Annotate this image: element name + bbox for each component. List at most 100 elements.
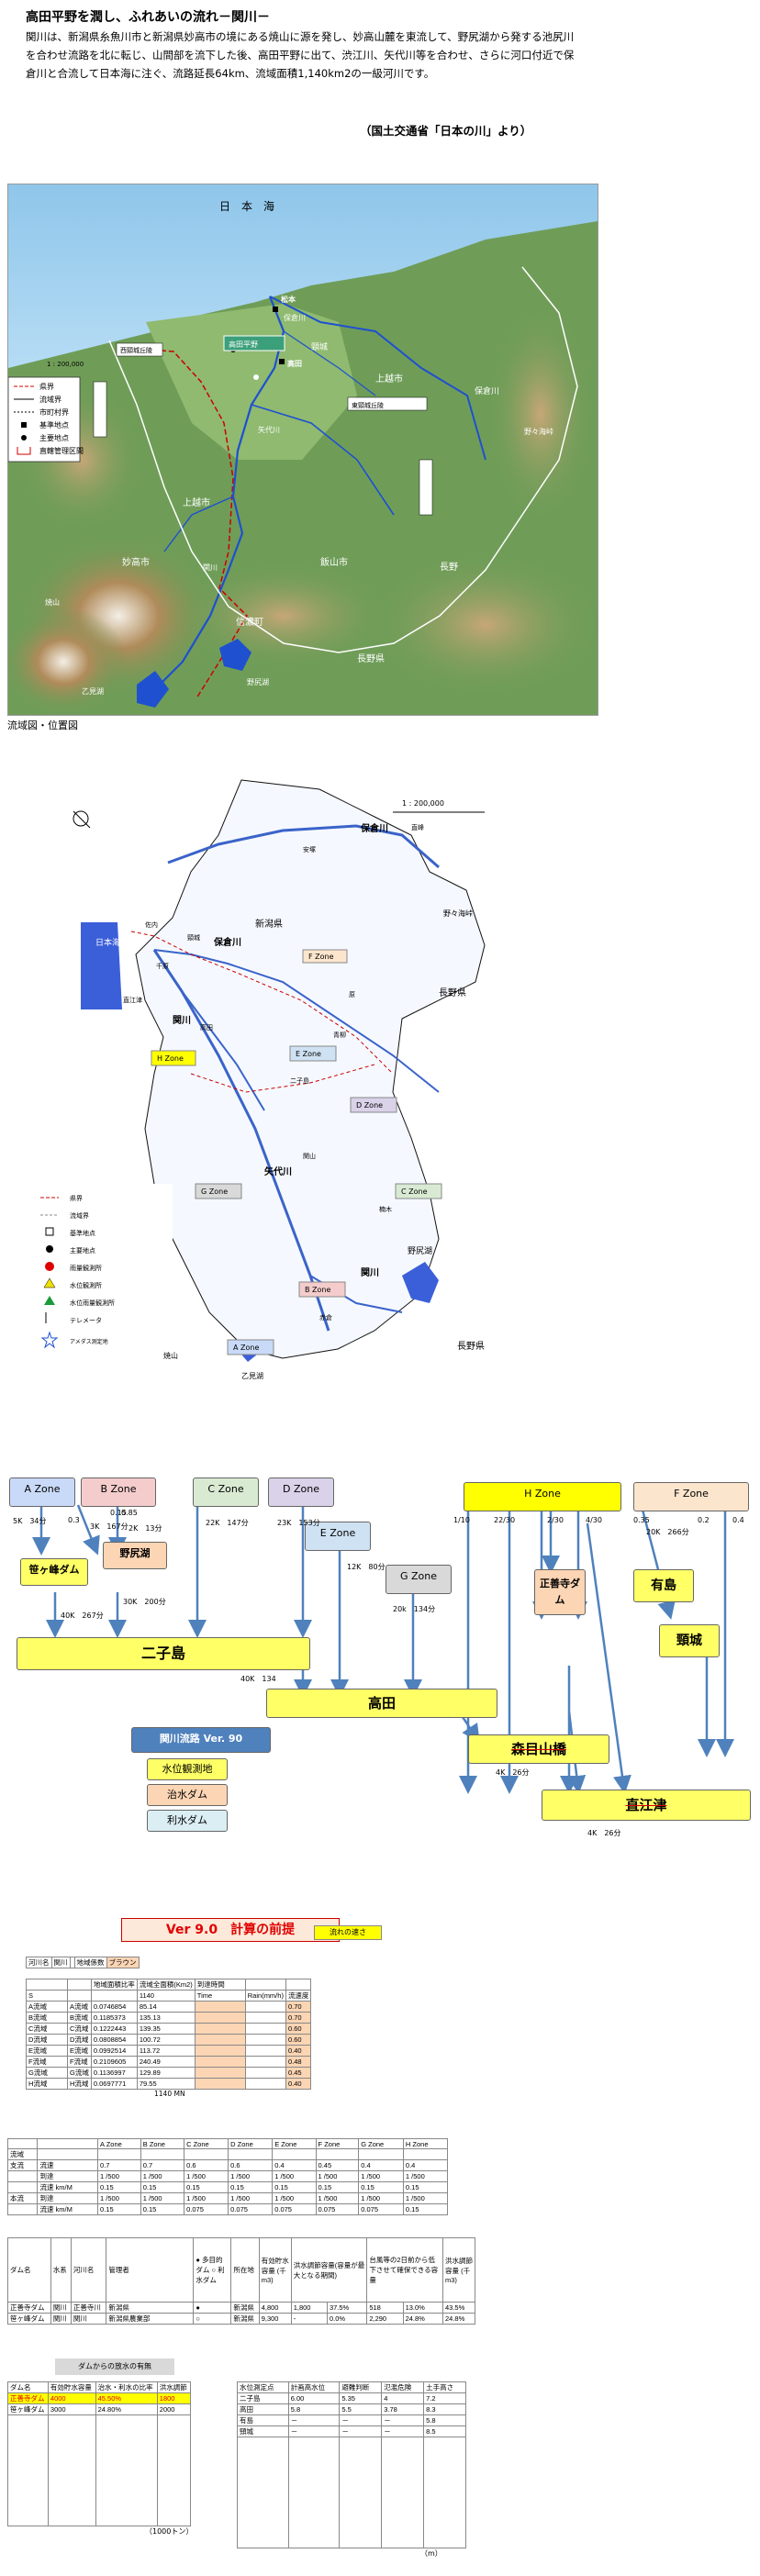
table-cell: 85.14	[136, 2001, 196, 2013]
flow-edge-label: 1/10	[453, 1516, 470, 1524]
table-cell	[228, 2148, 274, 2160]
table-cell: 0.075	[358, 2203, 404, 2215]
table-cell: 関川	[50, 1957, 71, 1968]
table-cell	[237, 2437, 289, 2548]
table-cell: 0.0697771	[90, 2078, 138, 2090]
table-cell: 4,800	[258, 2302, 292, 2314]
map2-legend-item: 水位雨量観測所	[70, 1299, 115, 1307]
page-title: 高田平野を潤し、ふれあいの流れ－関川－	[26, 10, 270, 25]
table-cell: 2,290	[366, 2313, 404, 2325]
table-cell: 笹ヶ峰ダム	[7, 2403, 49, 2415]
flow-edge-label: 5K 34分	[13, 1517, 47, 1525]
table-cell	[358, 2148, 404, 2160]
table-cell: 0.40	[285, 2045, 312, 2057]
table-cell: 新潟県	[106, 2302, 195, 2314]
table-cell: ○	[193, 2313, 232, 2325]
table-cell: 13.0%	[402, 2302, 444, 2314]
map2-legend-item: 雨量観測所	[70, 1264, 102, 1272]
table-cell: 4000	[47, 2392, 96, 2404]
table-cell	[244, 1979, 286, 1991]
table-cell: 0.48	[285, 2056, 312, 2068]
dam-table-wrap: ダム名水系河川名管理者● 多目的ダム ○ 利水ダム所在地有効貯水容量 (千m3)…	[7, 2237, 475, 2325]
table-cell: 0.15	[358, 2181, 404, 2193]
table-cell	[244, 2056, 286, 2068]
table-cell	[272, 2148, 317, 2160]
table-cell: ●	[193, 2302, 232, 2314]
table-cell	[244, 2034, 286, 2046]
map1-caption: 流域図・位置図	[7, 719, 78, 731]
flow-node-takada: 高田	[266, 1689, 497, 1718]
table-cell: 0.15	[97, 2181, 141, 2193]
table-cell: S	[26, 1990, 68, 2002]
table-cell: 1 /500	[228, 2170, 274, 2182]
table-cell	[97, 2148, 141, 2160]
table-cell: 0.70	[285, 2012, 312, 2024]
intro-text: 関川は、新潟県糸魚川市と新潟県妙高市の境にある焼山に源を発し、妙高山麓を東流して…	[26, 30, 575, 80]
table-cell: －	[381, 2414, 425, 2426]
table-cell: E Zone	[272, 2138, 317, 2149]
flow-legend-water-dam: 利水ダム	[147, 1810, 228, 1832]
table-cell: 二子島	[237, 2392, 289, 2404]
flow-edge-label: 3K 167分	[90, 1522, 129, 1531]
flow-zone-a: A Zone	[9, 1478, 75, 1507]
table-cell: 新潟県	[230, 2302, 260, 2314]
table-cell	[402, 2148, 449, 2160]
table-cell: 0.15	[315, 2181, 360, 2193]
table-cell: G Zone	[358, 2138, 404, 2149]
map2-zone-label: D Zone	[356, 1101, 383, 1110]
map2-place: 野尻湖	[408, 1246, 432, 1256]
table-cell	[67, 1979, 92, 1991]
table-cell: 0.6	[184, 2159, 229, 2171]
table-cell: 0.4	[402, 2159, 449, 2171]
table-cell: ● 多目的ダム ○ 利水ダム	[193, 2237, 232, 2303]
table-cell: F Zone	[315, 2138, 360, 2149]
table-cell: 流速 km/M	[37, 2203, 99, 2215]
map1-scale: 1 : 200,000	[47, 361, 84, 368]
map1-place: 妙高市	[122, 556, 150, 568]
dam-release-arrow: ダムからの放水の有無	[55, 2359, 174, 2375]
table-cell: 0.4	[358, 2159, 404, 2171]
table-cell: 洪水調節	[156, 2381, 192, 2393]
flow-edge-label: 0.15	[110, 1509, 127, 1517]
table-cell: 0.075	[272, 2203, 317, 2215]
map2-place: 直峰	[411, 823, 424, 831]
map2-place: 原	[349, 991, 355, 998]
table-cell: 0.4	[272, 2159, 317, 2171]
flow-edge-label: 2K 13分	[129, 1524, 162, 1533]
table-cell: 関川	[50, 2313, 72, 2325]
table-cell: 79.55	[136, 2078, 196, 2090]
table-cell: 1 /500	[228, 2192, 274, 2204]
map2-place: 野々海峠	[443, 909, 473, 918]
map1-place: 長野	[440, 562, 458, 573]
flow-legend-waterlevel: 水位観測地	[147, 1758, 228, 1780]
table-cell: 0.15	[402, 2181, 449, 2193]
map2-place: 新潟県	[255, 918, 283, 930]
table-cell: 7.2	[423, 2392, 466, 2404]
table-cell: 8.3	[423, 2403, 466, 2415]
map2-legend-item: 流域界	[70, 1211, 89, 1220]
table-cell: H Zone	[402, 2138, 449, 2149]
table-cell: 1 /500	[184, 2170, 229, 2182]
table-cell: A流域	[26, 2001, 68, 2013]
table-cell: 正善寺ダム	[7, 2392, 49, 2404]
table-cell	[184, 2148, 229, 2160]
table-cell: B流域	[67, 2012, 92, 2024]
table-cell: 河川名	[26, 1957, 52, 1968]
table-cell: 1 /500	[184, 2192, 229, 2204]
table-cell: 流域全面積(Km2)	[136, 1979, 196, 1991]
table-cell: ダム名	[7, 2381, 49, 2393]
table-cell: C流域	[26, 2023, 68, 2035]
table-cell: 流速度	[285, 1990, 312, 2002]
table-cell	[244, 2045, 286, 2057]
map2-legend-item: 主要地点	[70, 1246, 95, 1255]
table-cell: 1 /500	[272, 2192, 317, 2204]
table-cell: 43.5%	[442, 2302, 475, 2314]
calc-table: 河川名関川地域係数ブラウン	[26, 1957, 140, 1968]
map1-place: 飯山市	[320, 556, 348, 568]
table-cell	[6, 2203, 39, 2215]
table-cell	[194, 2001, 246, 2013]
flow-diagram: A Zone B Zone C Zone D Zone E Zone G Zon…	[0, 1478, 760, 1881]
